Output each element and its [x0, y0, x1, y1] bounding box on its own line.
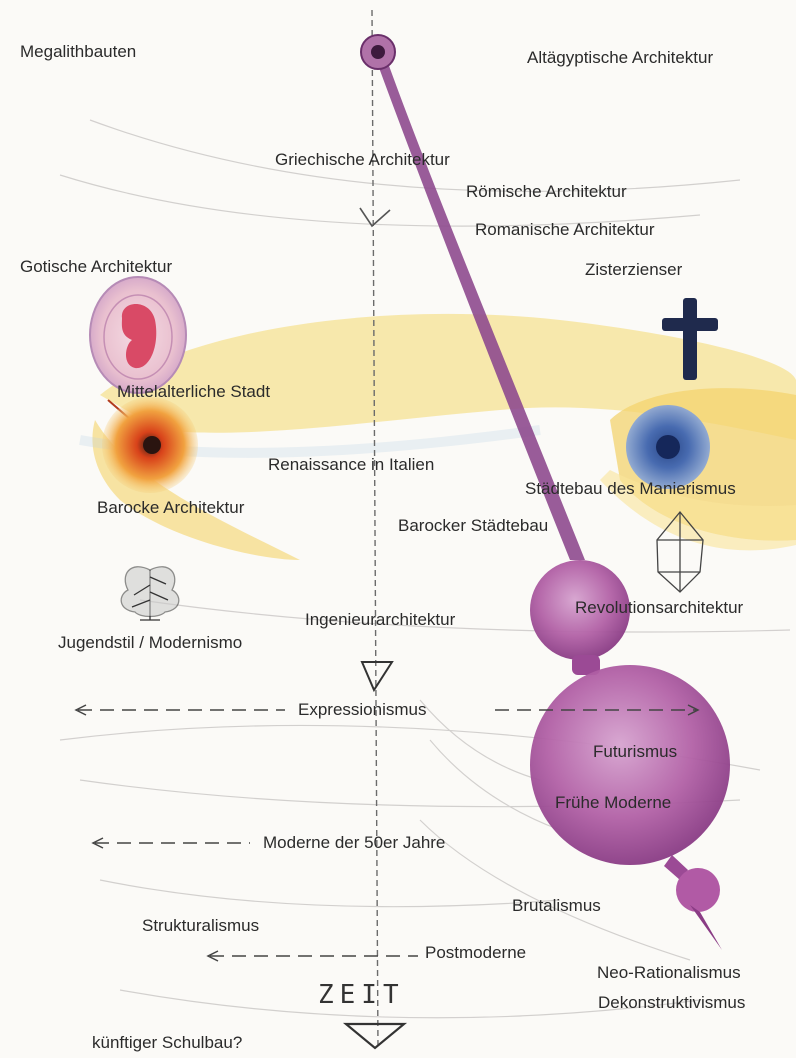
label-brutalismus: Brutalismus: [512, 896, 601, 916]
label-strukturalismus: Strukturalismus: [142, 916, 259, 936]
spine-bulb-tail: [676, 868, 720, 912]
label-postmoderne: Postmoderne: [425, 943, 526, 963]
label-futurismus: Futurismus: [593, 742, 677, 762]
tree-icon: [121, 567, 179, 620]
label-romanische-architektur: Romanische Architektur: [475, 220, 655, 240]
label-zisterzienser: Zisterzienser: [585, 260, 682, 280]
label-barocke-architektur: Barocke Architektur: [97, 498, 244, 518]
label-expressionismus: Expressionismus: [298, 700, 427, 720]
label-mittelalterliche-stadt: Mittelalterliche Stadt: [117, 382, 270, 402]
label-fruehe-moderne: Frühe Moderne: [555, 793, 671, 813]
label-neo-rationalismus: Neo-Rationalismus: [597, 963, 741, 983]
label-barocker-staedtebau: Barocker Städtebau: [398, 516, 548, 536]
label-megalithbauten: Megalithbauten: [20, 42, 136, 62]
label-kuenftiger-schulbau: künftiger Schulbau?: [92, 1033, 242, 1053]
label-staedtebau-des-manierismus: Städtebau des Manierismus: [525, 479, 736, 499]
label-gotische-architektur: Gotische Architektur: [20, 257, 172, 277]
axis-label-zeit: ZEIT: [318, 980, 405, 1010]
spine-bulb-large: [530, 665, 730, 865]
embryo-icon: [90, 277, 186, 393]
label-griechische-architektur: Griechische Architektur: [275, 150, 450, 170]
axis-arrowhead-bottom: [346, 1024, 404, 1048]
label-dekonstruktivismus: Dekonstruktivismus: [598, 993, 745, 1013]
label-renaissance-in-italien: Renaissance in Italien: [268, 455, 434, 475]
label-revolutionsarchitektur: Revolutionsarchitektur: [575, 598, 743, 618]
label-roemische-architektur: Römische Architektur: [466, 182, 627, 202]
label-ingenieurarchitektur: Ingenieurarchitektur: [305, 610, 455, 630]
label-altaegyptische-architektur: Altägyptische Architektur: [527, 48, 713, 68]
label-moderne-der-50er-jahre: Moderne der 50er Jahre: [263, 833, 445, 853]
label-jugendstil-modernismo: Jugendstil / Modernismo: [58, 633, 242, 653]
axis-arrowhead-mid: [362, 662, 392, 690]
